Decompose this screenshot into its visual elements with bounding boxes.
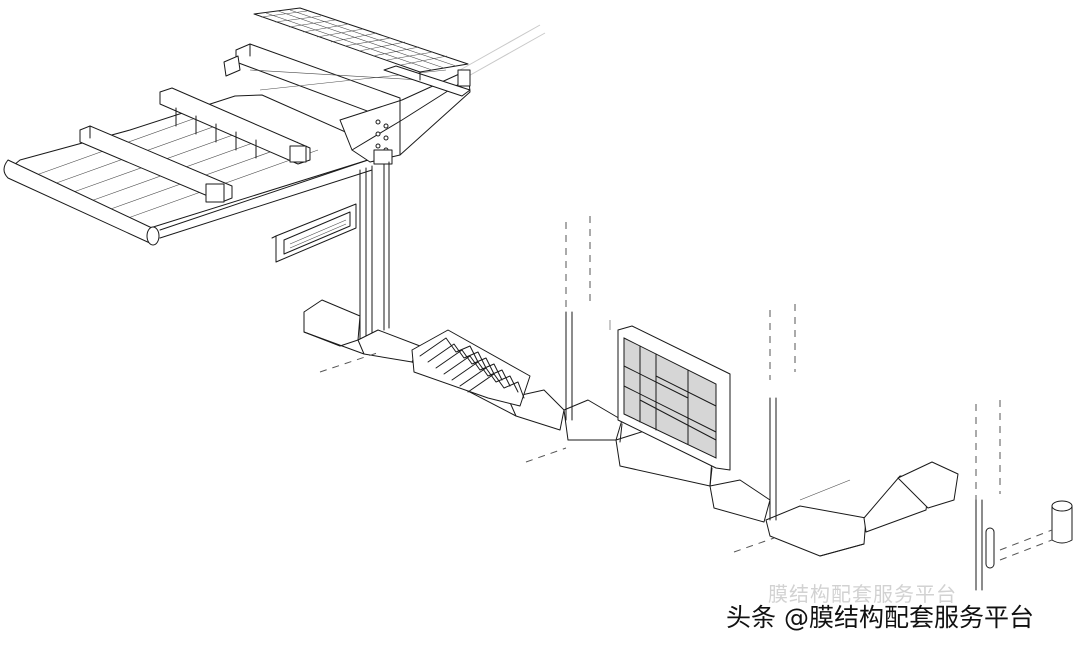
support-column: [359, 161, 390, 341]
guide-lines: [459, 24, 546, 79]
back-wall-lines: [609, 320, 851, 501]
truss-bolts: [375, 119, 389, 153]
watermark-ghost-text: 膜结构配套服务平台: [768, 582, 957, 606]
solar-cells: [260, 9, 457, 71]
dashed-columns: [565, 216, 1001, 591]
bollard: [999, 500, 1073, 561]
solar-panel-grid: [253, 7, 471, 97]
bench-slats: [419, 337, 525, 399]
roof-hangers: [175, 107, 257, 159]
info-board: [617, 325, 731, 487]
canopy-roof: [3, 43, 471, 246]
watermark-text: 头条 @膜结构配套服务平台: [726, 603, 1034, 632]
bench: [411, 329, 531, 407]
info-board-grid: [623, 345, 717, 445]
route-sign-panel: [271, 203, 357, 263]
